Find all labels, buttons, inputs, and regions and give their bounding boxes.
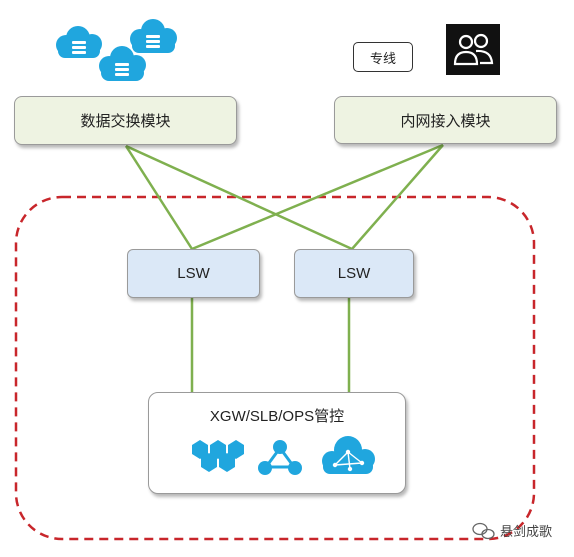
network-nodes-icon — [258, 440, 302, 475]
cloud-network-icon — [322, 436, 375, 474]
data-exchange-module: 数据交换模块 — [14, 96, 237, 145]
link-data-exchange-to-lsw1 — [124, 145, 194, 250]
control-plane-title: XGW/SLB/OPS管控 — [209, 408, 345, 425]
link-intranet-to-lsw2 — [351, 144, 444, 250]
intranet-access-module: 内网接入模块 — [334, 96, 557, 144]
lsw-switch-left: LSW — [127, 249, 260, 298]
link-intranet-to-lsw1 — [191, 143, 444, 251]
watermark-text: 悬剑成歌 — [500, 524, 553, 539]
link-data-exchange-to-lsw2 — [125, 144, 353, 251]
hexagon-cluster-icon — [192, 440, 244, 472]
lsw-switch-right: LSW — [294, 249, 414, 298]
dashed-region — [14, 195, 536, 541]
dedicated-line-tag: 专线 — [353, 42, 413, 72]
